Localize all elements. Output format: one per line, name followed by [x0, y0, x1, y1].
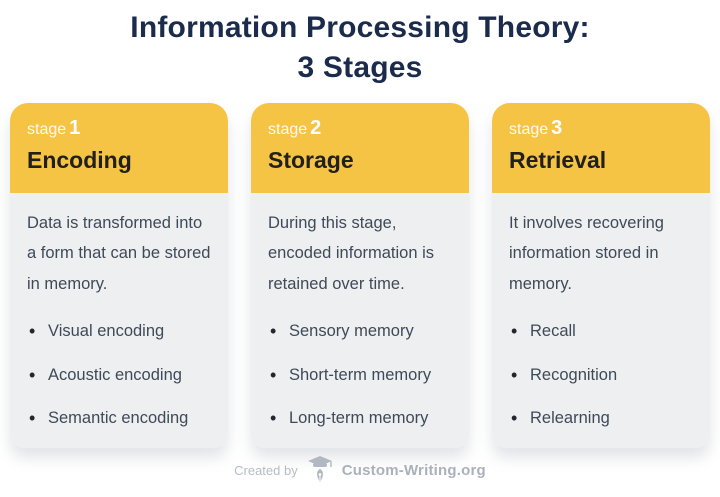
stage-word: stage	[509, 120, 549, 138]
bullet-item: Visual encoding	[27, 320, 212, 344]
stage-description: During this stage, encoded information i…	[268, 213, 435, 293]
graduation-cap-pen-icon	[307, 455, 333, 485]
stage-card-body: Data is transformed into a form that can…	[10, 192, 228, 448]
stage-description: Data is transformed into a form that can…	[27, 213, 211, 293]
page-title: Information Processing Theory: 3 Stages	[0, 0, 720, 88]
stage-title: Encoding	[27, 146, 132, 173]
stage-title: Retrieval	[509, 146, 607, 173]
created-by-label: Created by	[234, 462, 298, 478]
bullet-item: Acoustic encoding	[27, 364, 212, 388]
bullet-item: Recognition	[509, 364, 694, 388]
stage-bullet-list: Visual encoding Acoustic encoding Semant…	[27, 320, 212, 431]
stage-title: Storage	[268, 146, 354, 173]
stage-number: 1	[69, 116, 81, 139]
stage-word: stage	[27, 120, 67, 138]
footer: Created by Custom-Writing.org	[0, 455, 720, 485]
page-title-line2: 3 Stages	[297, 50, 423, 84]
stage-number: 3	[551, 116, 563, 139]
stage-card-body: It involves recovering information store…	[492, 192, 710, 448]
stage-bullet-list: Recall Recognition Relearning	[509, 320, 694, 431]
bullet-item: Short-term memory	[268, 364, 453, 388]
bullet-item: Recall	[509, 320, 694, 344]
stage-number: 2	[310, 116, 322, 139]
bullet-item: Sensory memory	[268, 320, 453, 344]
bullet-item: Semantic encoding	[27, 407, 212, 431]
stage-card-body: During this stage, encoded information i…	[251, 192, 469, 448]
stage-description: It involves recovering information store…	[509, 213, 664, 293]
bullet-item: Long-term memory	[268, 407, 453, 431]
page-title-line1: Information Processing Theory:	[130, 11, 590, 44]
bullet-item: Relearning	[509, 407, 694, 431]
brand-name: Custom-Writing.org	[341, 461, 486, 479]
stage-bullet-list: Sensory memory Short-term memory Long-te…	[268, 320, 453, 431]
stage-word: stage	[268, 120, 308, 138]
